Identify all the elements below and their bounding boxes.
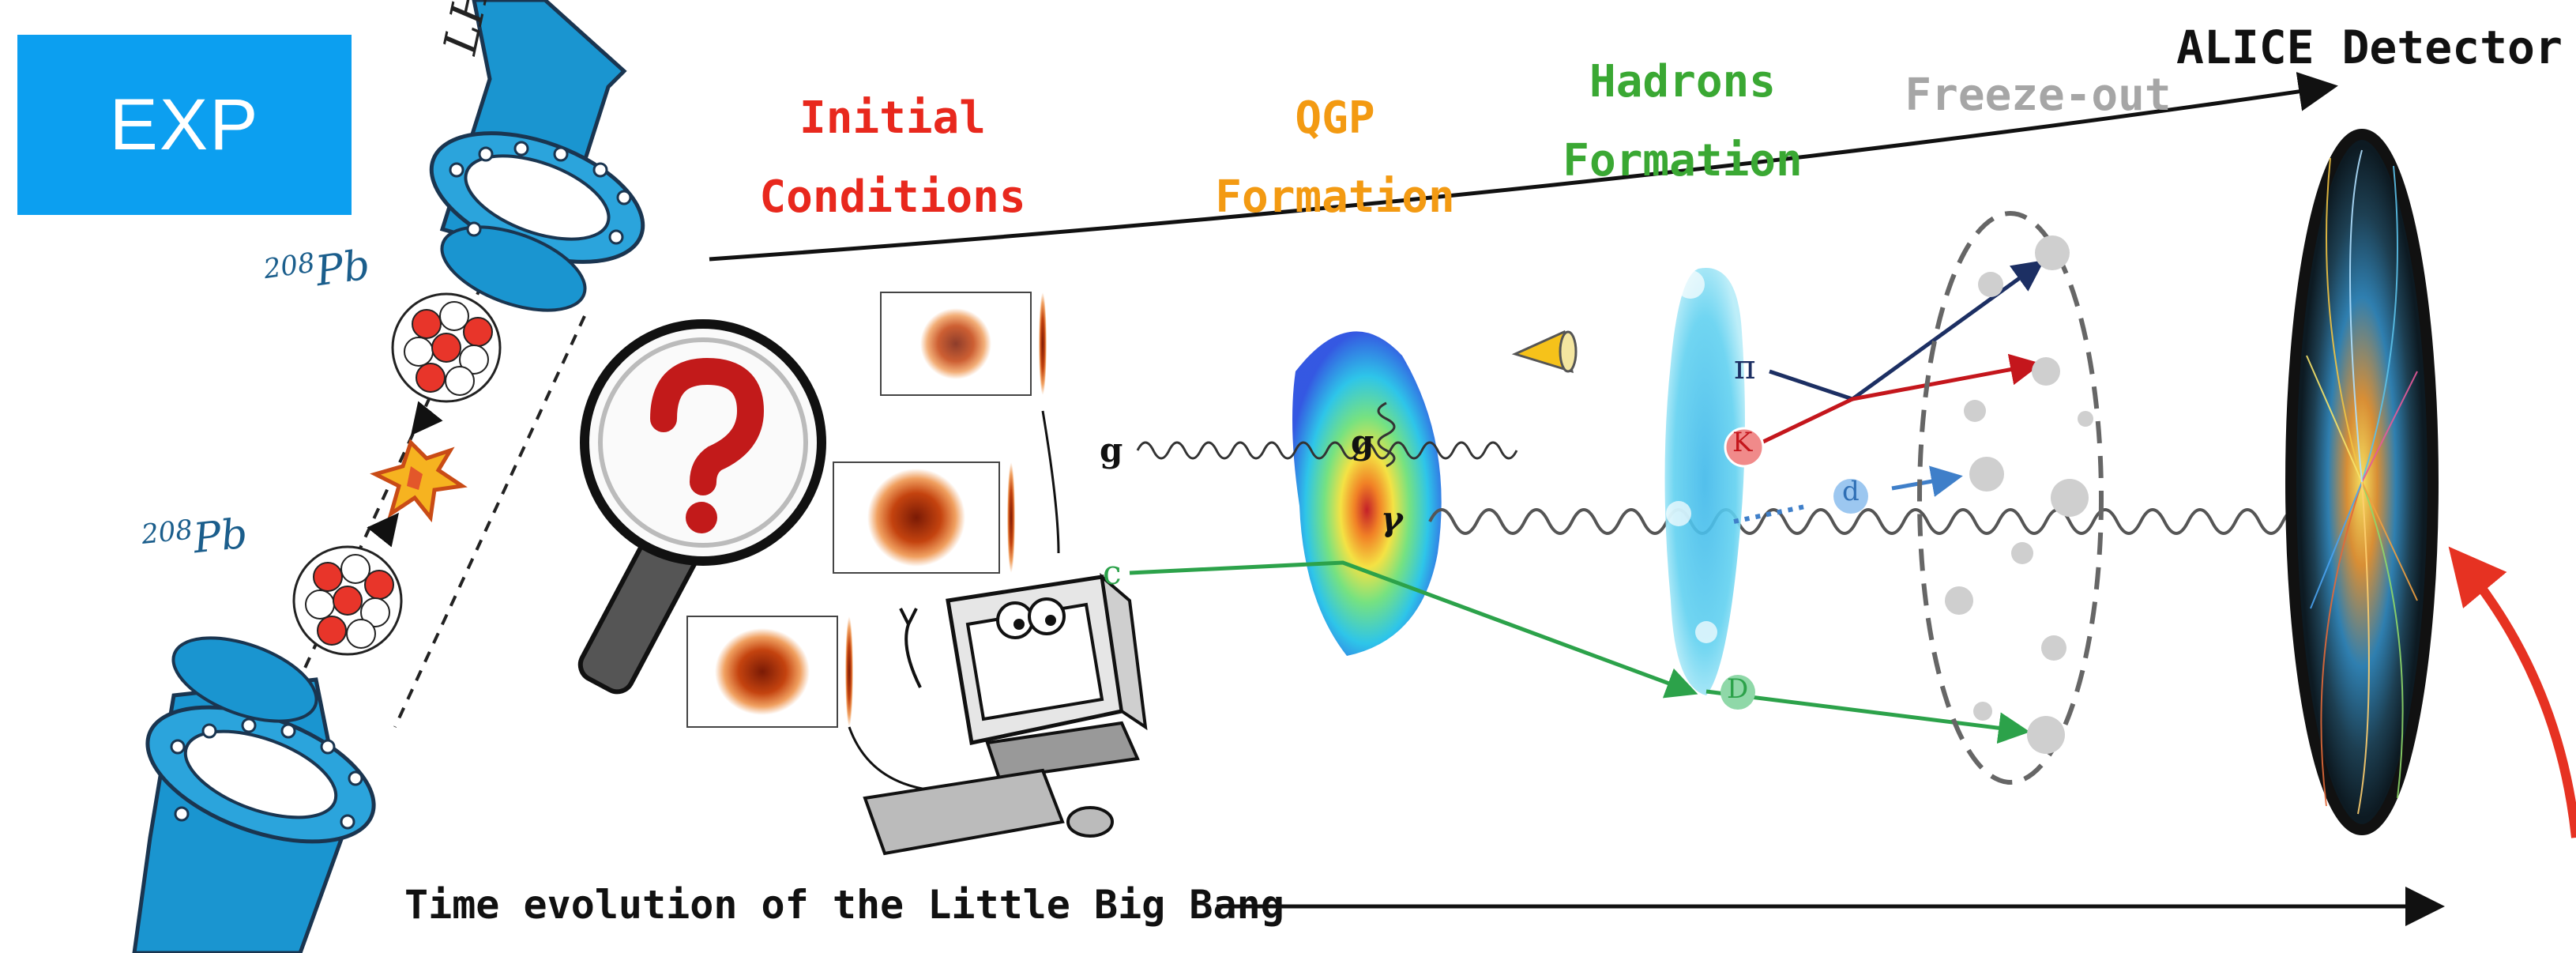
inner-gluon-track bbox=[1377, 401, 1396, 468]
jet-cone-icon bbox=[1511, 330, 1578, 374]
pb-symbol-top: Pb bbox=[312, 241, 373, 296]
stage-initial-line2: Conditions bbox=[759, 171, 1026, 223]
return-arrow bbox=[2448, 546, 2576, 838]
exp-badge: EXP bbox=[17, 35, 352, 215]
alice-detector-display bbox=[2285, 129, 2439, 835]
stage-qgp-line1: QGP bbox=[1295, 92, 1375, 144]
simulation-panel-bottom bbox=[686, 616, 853, 728]
simulation-panel-top bbox=[880, 292, 1047, 396]
lower-pipe bbox=[132, 636, 376, 953]
stage-alice-detector: ALICE Detector bbox=[2176, 21, 2563, 74]
exp-badge-label: EXP bbox=[109, 84, 260, 165]
pion-label: π bbox=[1734, 348, 1756, 386]
question-mark-icon bbox=[650, 357, 765, 533]
stage-hadrons-formation: Hadrons Formation bbox=[1532, 43, 1833, 201]
kaon-track bbox=[1760, 353, 2042, 445]
lead-nucleus-top bbox=[391, 292, 502, 403]
kaon-badge bbox=[1724, 427, 1765, 468]
deuteron-track bbox=[1891, 465, 1963, 497]
timeline-label: Time evolution of the Little Big Bang bbox=[404, 882, 1284, 928]
deuteron-track-dotted bbox=[1733, 503, 1810, 524]
charm-label: c bbox=[1103, 553, 1122, 592]
freeze-out-surface bbox=[1917, 211, 2104, 785]
photon-track bbox=[1428, 508, 2379, 535]
stage-initial-line1: Initial bbox=[799, 92, 986, 144]
stage-hadrons-line1: Hadrons bbox=[1589, 56, 1776, 107]
pb-mass-top: 208 bbox=[261, 247, 318, 286]
deuteron-badge bbox=[1833, 479, 1868, 514]
qgp-fireball bbox=[1292, 331, 1442, 656]
gluon-label: g bbox=[1100, 431, 1123, 469]
evolution-curve-arrow bbox=[709, 72, 2338, 262]
inner-gluon-label: g bbox=[1351, 423, 1374, 461]
pb-mass-bottom: 208 bbox=[140, 514, 194, 551]
simulation-panel-middle bbox=[833, 461, 1015, 574]
computer-icon bbox=[848, 410, 1148, 856]
stage-initial-conditions: Initial Conditions bbox=[735, 79, 1051, 237]
gluon-track bbox=[1136, 441, 1518, 460]
d-meson-label: D bbox=[1727, 673, 1749, 705]
deuteron-label: d bbox=[1842, 476, 1860, 507]
kaon-label: K bbox=[1732, 427, 1753, 458]
d-meson-track bbox=[1705, 689, 2030, 744]
stage-freeze-out: Freeze-out bbox=[1905, 70, 2172, 121]
stage-qgp-line2: Formation bbox=[1215, 171, 1455, 223]
charm-track bbox=[1129, 560, 1698, 699]
upper-pipe bbox=[429, 0, 645, 312]
hadron-gas bbox=[1664, 268, 1745, 695]
photon-label: γ bbox=[1381, 499, 1403, 538]
magnifier-icon bbox=[577, 319, 826, 695]
stage-hadrons-line2: Formation bbox=[1563, 135, 1803, 186]
collision-burst-icon bbox=[370, 439, 468, 523]
pb-symbol-bottom: Pb bbox=[190, 510, 250, 563]
d-meson-badge bbox=[1720, 675, 1755, 710]
lead-nucleus-bottom bbox=[292, 545, 403, 656]
lhc-beampipe bbox=[132, 0, 645, 953]
stage-qgp-formation: QGP Formation bbox=[1185, 79, 1485, 237]
